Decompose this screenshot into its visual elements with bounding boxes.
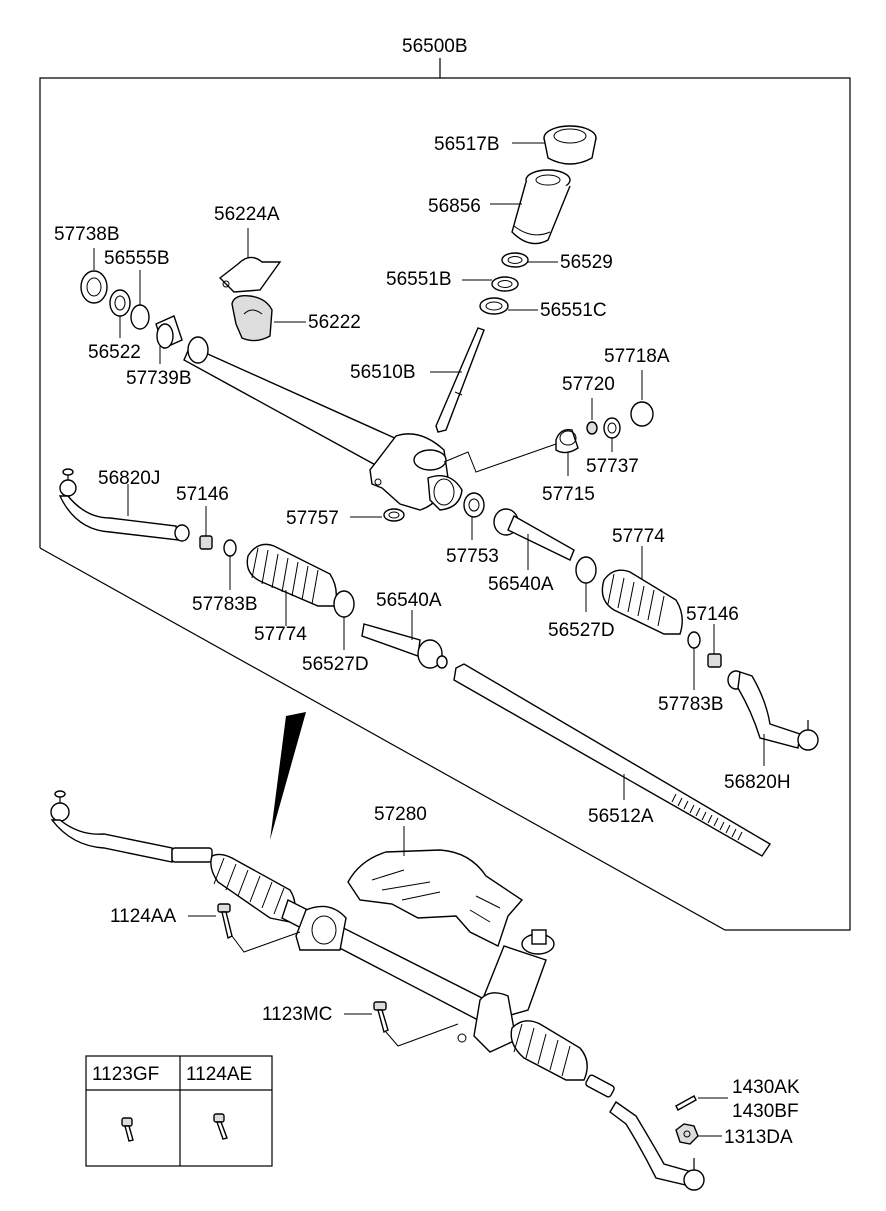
label-1123MC: 1123MC <box>262 1004 332 1025</box>
label-56527D-right: 56527D <box>548 620 615 641</box>
label-57146-left: 57146 <box>176 484 229 505</box>
bolt-1124AE-icon <box>213 1113 228 1140</box>
label-57783B-right: 57783B <box>658 694 724 715</box>
part-56540A-inner-tie-rod-left[interactable] <box>361 623 448 669</box>
assembled-steering-gear[interactable] <box>50 790 705 1191</box>
label-56820J: 56820J <box>98 468 160 489</box>
label-56527D-left: 56527D <box>302 654 369 675</box>
label-56500B: 56500B <box>402 36 468 57</box>
label-56222: 56222 <box>308 312 361 333</box>
label-57737: 57737 <box>586 456 639 477</box>
part-56527D-clamp-right[interactable] <box>575 556 597 584</box>
part-1313DA-nut[interactable] <box>675 1123 699 1145</box>
label-56224A: 56224A <box>214 204 280 225</box>
part-56540A-inner-tie-rod-right[interactable] <box>493 508 575 561</box>
part-57718A-ring[interactable] <box>630 401 654 427</box>
label-57753: 57753 <box>446 546 499 567</box>
label-57739B: 57739B <box>126 368 192 389</box>
label-56540A-right: 56540A <box>488 574 554 595</box>
part-57737-plug[interactable] <box>603 417 621 439</box>
part-57715-yoke[interactable] <box>555 429 579 454</box>
label-56512A: 56512A <box>588 806 654 827</box>
assembly-outline <box>39 58 851 931</box>
table-header-1124AE: 1124AE <box>186 1064 252 1085</box>
part-57146-nut-right[interactable] <box>707 653 722 668</box>
label-57774-right: 57774 <box>612 526 665 547</box>
part-1124AA-bolt[interactable] <box>217 903 233 940</box>
label-56856: 56856 <box>428 196 481 217</box>
part-56551B-bearing[interactable] <box>491 276 519 292</box>
label-56551B: 56551B <box>386 269 452 290</box>
part-57739B-bushing[interactable] <box>155 315 183 349</box>
part-56512A-rack[interactable] <box>453 663 771 857</box>
bolt-1123GF-icon <box>121 1117 134 1142</box>
part-56529-seal[interactable] <box>501 252 529 268</box>
part-56510B-pinion-shaft[interactable] <box>435 327 485 433</box>
label-57720: 57720 <box>562 374 615 395</box>
label-57774-left: 57774 <box>254 624 307 645</box>
label-57757: 57757 <box>286 508 339 529</box>
label-56820H: 56820H <box>724 772 791 793</box>
part-57774-boot-right[interactable] <box>601 569 683 635</box>
part-56224A-clamp[interactable] <box>218 256 282 293</box>
part-57774-boot-left[interactable] <box>246 543 337 607</box>
part-57280-heat-shield[interactable] <box>347 849 524 947</box>
label-1430BF: 1430BF <box>732 1101 799 1122</box>
label-57738B: 57738B <box>54 224 120 245</box>
direction-arrow-icon <box>270 712 306 840</box>
label-56540A-left: 56540A <box>376 590 442 611</box>
part-56527D-clamp-left[interactable] <box>333 590 355 618</box>
part-56820J-tie-rod-end[interactable] <box>58 468 190 542</box>
part-57783B-clip-left[interactable] <box>223 539 237 557</box>
part-56551C-bearing[interactable] <box>479 297 509 315</box>
part-57757-seal[interactable] <box>383 508 405 522</box>
label-56551C: 56551C <box>540 300 607 321</box>
part-57753-seal[interactable] <box>463 492 485 518</box>
part-56522-ring[interactable] <box>109 289 131 317</box>
label-57783B-left: 57783B <box>192 594 258 615</box>
label-56529: 56529 <box>560 252 613 273</box>
label-56555B: 56555B <box>104 248 170 269</box>
table-header-1123GF: 1123GF <box>92 1064 159 1085</box>
label-57715: 57715 <box>542 484 595 505</box>
part-56517B-cap[interactable] <box>543 125 597 165</box>
part-57146-nut-left[interactable] <box>199 535 213 550</box>
part-57738B-cap[interactable] <box>80 270 108 304</box>
part-57720-nut[interactable] <box>586 421 598 435</box>
part-57783B-clip-right[interactable] <box>687 631 701 649</box>
label-57280: 57280 <box>374 804 427 825</box>
label-56517B: 56517B <box>434 134 500 155</box>
part-56555B-ring[interactable] <box>130 304 150 330</box>
label-56522: 56522 <box>88 342 141 363</box>
label-1313DA: 1313DA <box>724 1127 793 1148</box>
part-56222-bushing[interactable] <box>231 294 273 342</box>
bolt-reference-table <box>85 1055 273 1167</box>
label-1124AA: 1124AA <box>110 906 177 927</box>
part-56820H-tie-rod-end[interactable] <box>727 670 819 751</box>
label-56510B: 56510B <box>350 362 416 383</box>
label-57718A: 57718A <box>604 346 670 367</box>
part-1430AK-cotter-pin[interactable] <box>675 1095 697 1111</box>
label-1430AK: 1430AK <box>732 1077 800 1098</box>
part-56856-housing[interactable] <box>511 169 571 245</box>
label-57146-right: 57146 <box>686 604 739 625</box>
part-1123MC-bolt[interactable] <box>373 1001 389 1034</box>
part-rack-housing[interactable] <box>183 336 463 511</box>
